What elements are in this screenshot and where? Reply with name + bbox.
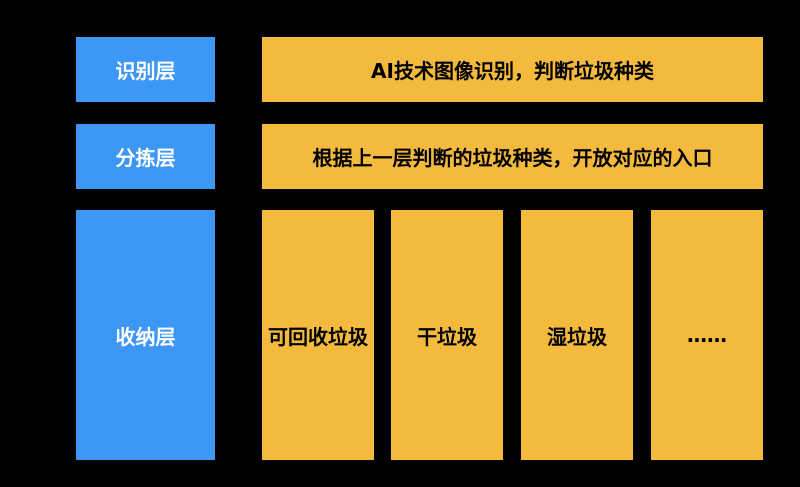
layer-sorting-label: 分拣层 bbox=[115, 146, 176, 170]
sorting-description: 根据上一层判断的垃圾种类，开放对应的入口 bbox=[262, 124, 763, 189]
bin-wet-label: 湿垃圾 bbox=[547, 324, 607, 349]
bin-dry: 干垃圾 bbox=[391, 210, 503, 460]
recognition-description-text: AI技术图像识别，判断垃圾种类 bbox=[371, 59, 654, 83]
layer-storage-label: 收纳层 bbox=[115, 324, 176, 349]
bin-dry-label: 干垃圾 bbox=[417, 324, 477, 349]
bin-more-label: …… bbox=[687, 323, 727, 347]
bin-recyclable-label: 可回收垃圾 bbox=[268, 324, 368, 349]
sorting-description-text: 根据上一层判断的垃圾种类，开放对应的入口 bbox=[312, 146, 713, 170]
bin-more: …… bbox=[651, 210, 763, 460]
recognition-description: AI技术图像识别，判断垃圾种类 bbox=[262, 37, 763, 102]
layer-recognition-label: 识别层 bbox=[115, 59, 176, 83]
bin-wet: 湿垃圾 bbox=[521, 210, 633, 460]
bin-recyclable: 可回收垃圾 bbox=[262, 210, 374, 460]
layer-sorting: 分拣层 bbox=[76, 124, 215, 189]
layer-storage: 收纳层 bbox=[76, 210, 215, 460]
layer-recognition: 识别层 bbox=[76, 37, 215, 102]
